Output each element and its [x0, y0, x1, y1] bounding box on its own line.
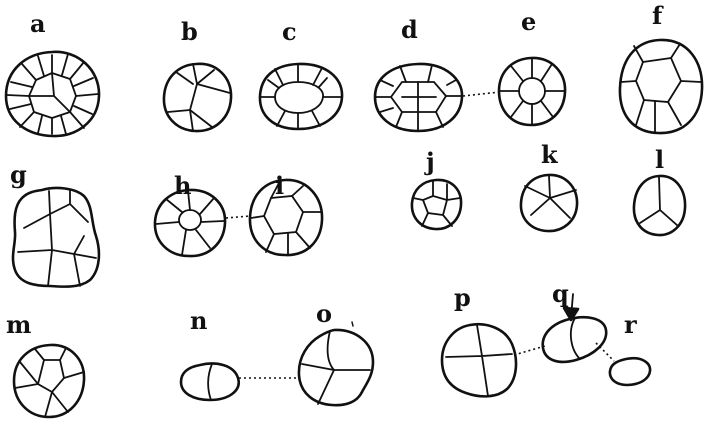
panel-label-q: q: [552, 279, 569, 308]
cluster-r: [610, 358, 650, 385]
cluster-k: [521, 175, 577, 231]
panel-label-b: b: [181, 17, 198, 46]
panel-label-r: r: [624, 310, 637, 339]
panel-label-j: j: [424, 147, 435, 176]
panel-label-o: o: [316, 299, 332, 328]
link-p-q: [514, 346, 545, 355]
link-q-r: [596, 343, 614, 361]
panel-label-e: e: [521, 7, 536, 36]
panel-label-l: l: [655, 145, 664, 174]
panel-label-p: p: [454, 283, 471, 312]
cluster-m: [14, 345, 84, 417]
speck-mark: [352, 322, 353, 326]
cluster-i: [250, 180, 322, 255]
link-d-e: [463, 92, 500, 96]
panel-label-n: n: [190, 306, 207, 335]
cluster-l: [634, 176, 685, 235]
cluster-b: [164, 64, 231, 131]
cluster-d: [375, 64, 462, 131]
cluster-f: [620, 40, 702, 133]
link-h-i: [226, 216, 250, 218]
cluster-o: [299, 330, 373, 405]
cluster-j: [412, 180, 461, 229]
panel-label-c: c: [282, 17, 297, 46]
cluster-p: [442, 324, 516, 396]
panel-label-d: d: [401, 15, 418, 44]
panel-label-m: m: [6, 310, 31, 339]
panel-label-i: i: [275, 171, 284, 200]
panel-label-a: a: [30, 9, 46, 38]
panel-label-f: f: [652, 1, 664, 30]
cluster-e: [499, 58, 565, 125]
cluster-c: [260, 64, 342, 129]
cluster-a: [6, 52, 99, 136]
cluster-g: [13, 188, 99, 287]
panel-label-g: g: [10, 160, 27, 189]
cluster-n: [181, 364, 239, 400]
panel-label-k: k: [541, 140, 559, 169]
